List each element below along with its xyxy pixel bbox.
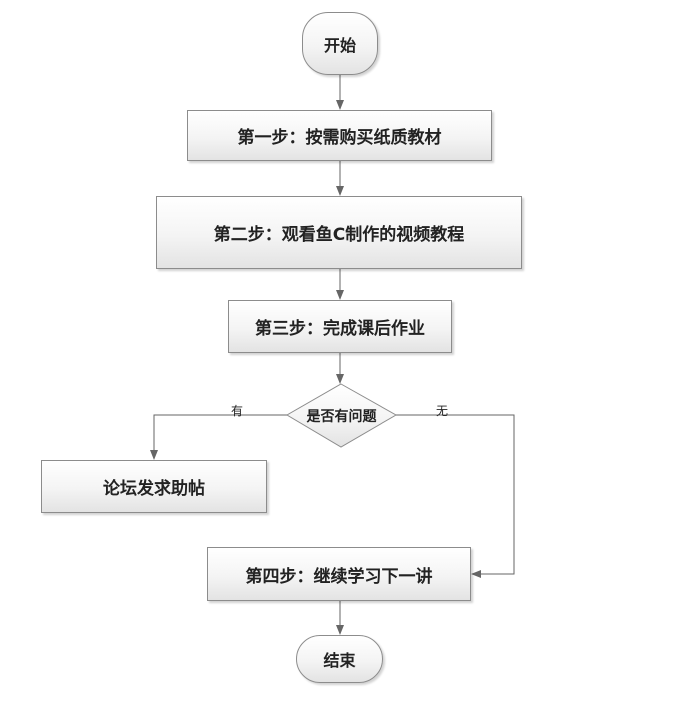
branch-yes-label: 有 [231,404,244,418]
forum-help-box: 论坛发求助帖 [41,460,267,513]
step2-box: 第二步：观看鱼C制作的视频教程 [156,196,522,269]
step4-label: 第四步：继续学习下一讲 [245,566,433,587]
arrow-decision-yes-to-forum [150,414,287,460]
step4-box: 第四步：继续学习下一讲 [207,547,471,601]
branch-no-label: 无 [436,404,449,418]
forum-help-label: 论坛发求助帖 [103,479,205,499]
decision-label: 是否有问题 [306,408,377,425]
step1-label: 第一步：按需购买纸质教材 [237,128,442,148]
step1-box: 第一步：按需购买纸质教材 [187,110,492,161]
arrow-decision-no-to-step4 [396,414,515,578]
step3-box: 第三步：完成课后作业 [228,300,452,353]
step3-label: 第三步：完成课后作业 [255,319,425,339]
start-node: 开始 [302,12,378,75]
step2-label: 第二步：观看鱼C制作的视频教程 [213,225,465,245]
start-label: 开始 [323,35,356,55]
end-label: 结束 [323,651,356,670]
decision-diamond [286,383,398,448]
end-node: 结束 [296,635,383,683]
